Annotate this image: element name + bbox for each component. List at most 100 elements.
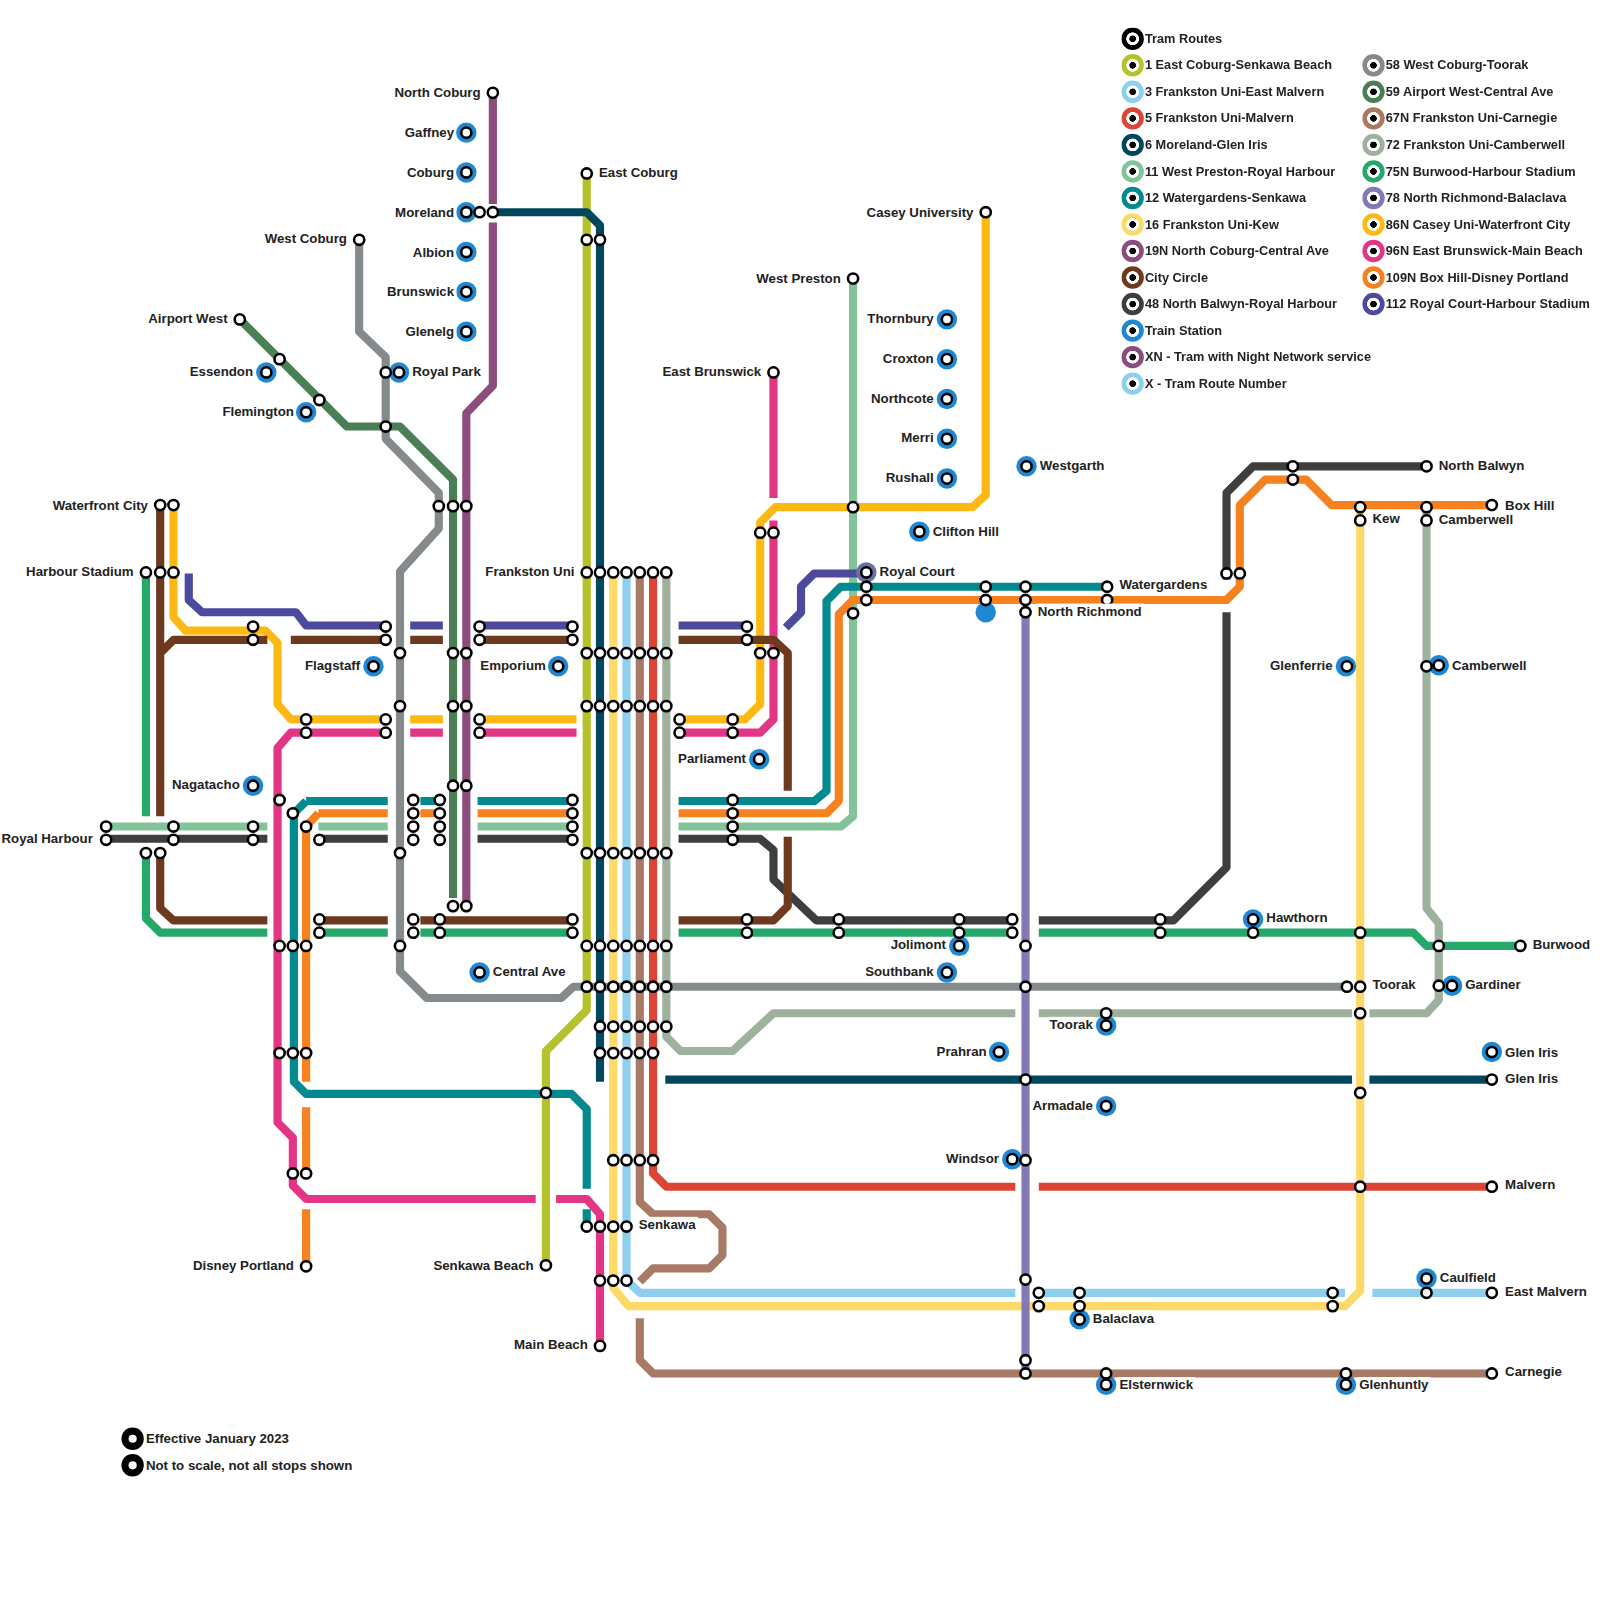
tram-stop xyxy=(354,235,364,245)
tram-stop xyxy=(248,781,258,791)
tram-stop xyxy=(288,941,298,951)
tram-stop xyxy=(608,982,618,992)
tram-stop xyxy=(301,1261,311,1271)
tram-stop xyxy=(301,1168,311,1178)
legend-swatch xyxy=(1362,107,1384,129)
tram-stop xyxy=(848,273,858,283)
tram-stop xyxy=(621,1048,631,1058)
tram-stop xyxy=(595,1048,605,1058)
tram-stop xyxy=(1342,661,1352,671)
train-station-ring xyxy=(456,122,476,142)
station-label: Toorak xyxy=(1370,977,1417,992)
station-label: Burwood xyxy=(1531,937,1593,952)
tram-stop xyxy=(1355,1088,1365,1098)
legend-row: 16 Frankston Uni-Kew xyxy=(1121,213,1278,235)
tram-stop xyxy=(595,1021,605,1031)
legend-text: Tram Routes xyxy=(1145,32,1222,46)
station-label: Armadale xyxy=(1030,1097,1095,1112)
tram-stop xyxy=(314,928,324,938)
tram-stop xyxy=(621,648,631,658)
tram-stop xyxy=(1434,660,1444,670)
tram-stop xyxy=(1020,595,1030,605)
tram-stop xyxy=(461,287,471,297)
tram-stop xyxy=(728,835,738,845)
legend-row: 67N Frankston Uni-Carnegie xyxy=(1362,107,1557,129)
tram-stop xyxy=(848,502,858,512)
station-label: West Coburg xyxy=(263,231,349,246)
legend-swatch xyxy=(1121,28,1143,50)
tram-stop xyxy=(461,327,471,337)
legend-row: 1 East Coburg-Senkawa Beach xyxy=(1121,54,1332,76)
tram-stop xyxy=(742,914,752,924)
tram-stop xyxy=(1355,1008,1365,1018)
tram-stop xyxy=(635,1048,645,1058)
tram-stop xyxy=(274,795,284,805)
station-label: Prahran xyxy=(935,1043,989,1058)
legend-row: 86N Casey Uni-Waterfront City xyxy=(1362,213,1570,235)
legend-row: 58 West Coburg-Toorak xyxy=(1362,54,1528,76)
tram-stop xyxy=(474,728,484,738)
tram-stop xyxy=(648,567,658,577)
tram-stop xyxy=(168,835,178,845)
train-station-ring xyxy=(989,1042,1009,1062)
legend-text: 86N Casey Uni-Waterfront City xyxy=(1386,217,1571,231)
tram-stop xyxy=(661,848,671,858)
legend-swatch xyxy=(1121,187,1143,209)
tram-stop xyxy=(408,821,418,831)
tram-stop xyxy=(1355,982,1365,992)
tram-stop xyxy=(1355,1182,1365,1192)
tram-stop xyxy=(834,928,844,938)
legend-swatch xyxy=(1121,134,1143,156)
tram-stop xyxy=(488,207,498,217)
legend-row: 11 West Preston-Royal Harbour xyxy=(1121,160,1335,182)
legend-swatch xyxy=(1121,81,1143,103)
tram-stop xyxy=(661,941,671,951)
tram-stop xyxy=(1288,461,1298,471)
legend-text: 19N North Coburg-Central Ave xyxy=(1145,244,1329,258)
train-station-ring xyxy=(1016,456,1036,476)
note-icon xyxy=(121,1428,143,1477)
tram-stop xyxy=(595,567,605,577)
tram-stop xyxy=(1020,1274,1030,1284)
tram-stop xyxy=(754,754,764,764)
tram-stop xyxy=(648,941,658,951)
station-label: Southbank xyxy=(863,964,936,979)
train-station-ring xyxy=(1096,1096,1116,1116)
tram-stop xyxy=(648,1021,658,1031)
tram-stop xyxy=(1007,1154,1017,1164)
tram-stop xyxy=(1487,1047,1497,1057)
legend-row: Train Station xyxy=(1121,319,1222,341)
tram-stop xyxy=(288,1048,298,1058)
tram-stop xyxy=(395,701,405,711)
tram-stop xyxy=(461,247,471,257)
legend-swatch xyxy=(1121,240,1143,262)
legend-swatch xyxy=(1362,266,1384,288)
tram-stop xyxy=(567,821,577,831)
tram-stop xyxy=(582,848,592,858)
station-label: Hawthorn xyxy=(1264,910,1329,925)
tram-stop xyxy=(461,648,471,658)
tram-stop xyxy=(1515,941,1525,951)
station-label: North Balwyn xyxy=(1437,458,1527,473)
tram-stop xyxy=(301,728,311,738)
tram-stop xyxy=(381,728,391,738)
tram-stop xyxy=(648,848,658,858)
train-station-ring xyxy=(937,429,957,449)
train-station-ring xyxy=(1336,656,1356,676)
tram-stop xyxy=(1101,1380,1111,1390)
tram-stop xyxy=(288,808,298,818)
tram-stop xyxy=(474,635,484,645)
tram-stop xyxy=(274,1048,284,1058)
station-label: Caulfield xyxy=(1438,1270,1498,1285)
tram-stop xyxy=(954,941,964,951)
legend-swatch xyxy=(1362,54,1384,76)
legend-row: 59 Airport West-Central Ave xyxy=(1362,81,1553,103)
station-label: North Richmond xyxy=(1036,604,1144,619)
tram-stop xyxy=(1341,1368,1351,1378)
tram-stop xyxy=(474,621,484,631)
station-label: North Coburg xyxy=(392,85,482,100)
train-station-ring xyxy=(937,349,957,369)
tram-stop xyxy=(301,407,311,417)
tram-stop xyxy=(368,661,378,671)
train-station-ring xyxy=(937,468,957,488)
